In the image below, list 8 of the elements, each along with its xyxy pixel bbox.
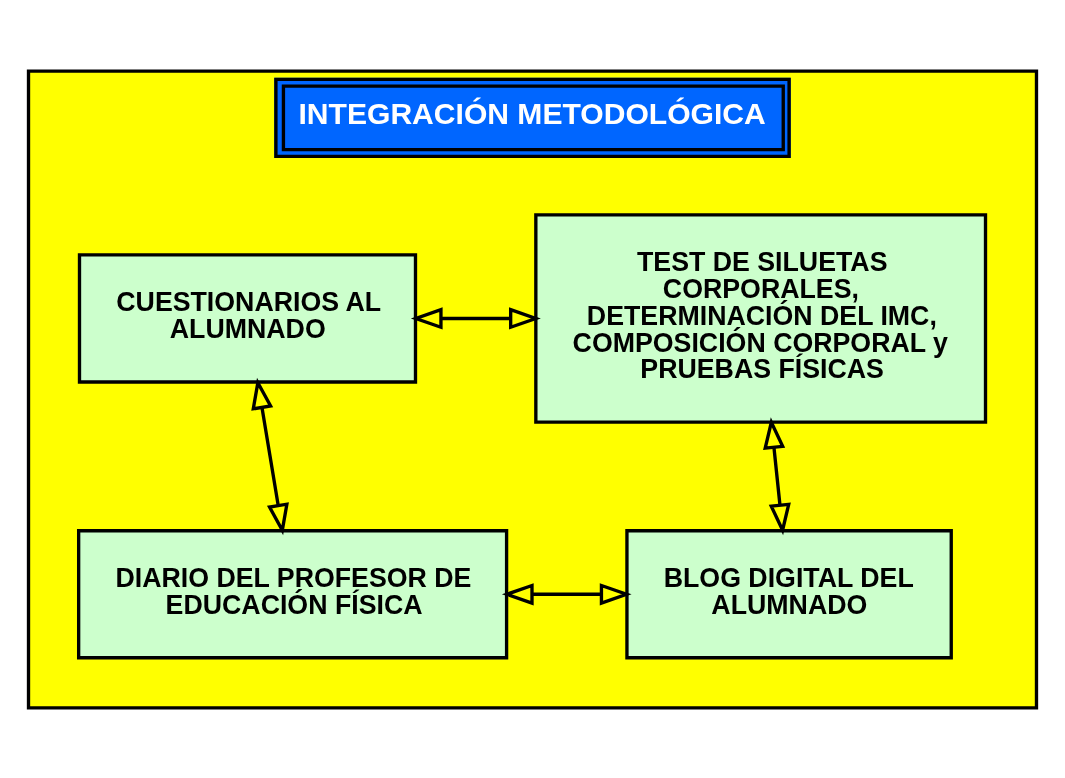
arrow [763,416,791,535]
node-box: CUESTIONARIOS AL ALUMNADO [77,252,418,384]
arrow [501,582,632,605]
node-box: BLOG DIGITAL DEL ALUMNADO [625,528,953,659]
arrow [410,306,541,330]
node-box: DIARIO DEL PROFESOR DE EDUCACIÓN FÍSICA [77,528,509,659]
arrow [251,377,289,535]
node-box: TEST DE SILUETAS CORPORALES, DETERMINACIÓN DEL IMC, COMPOSICIÓN CORPORAL y PRUEBAS FÍSICAS [534,212,988,424]
